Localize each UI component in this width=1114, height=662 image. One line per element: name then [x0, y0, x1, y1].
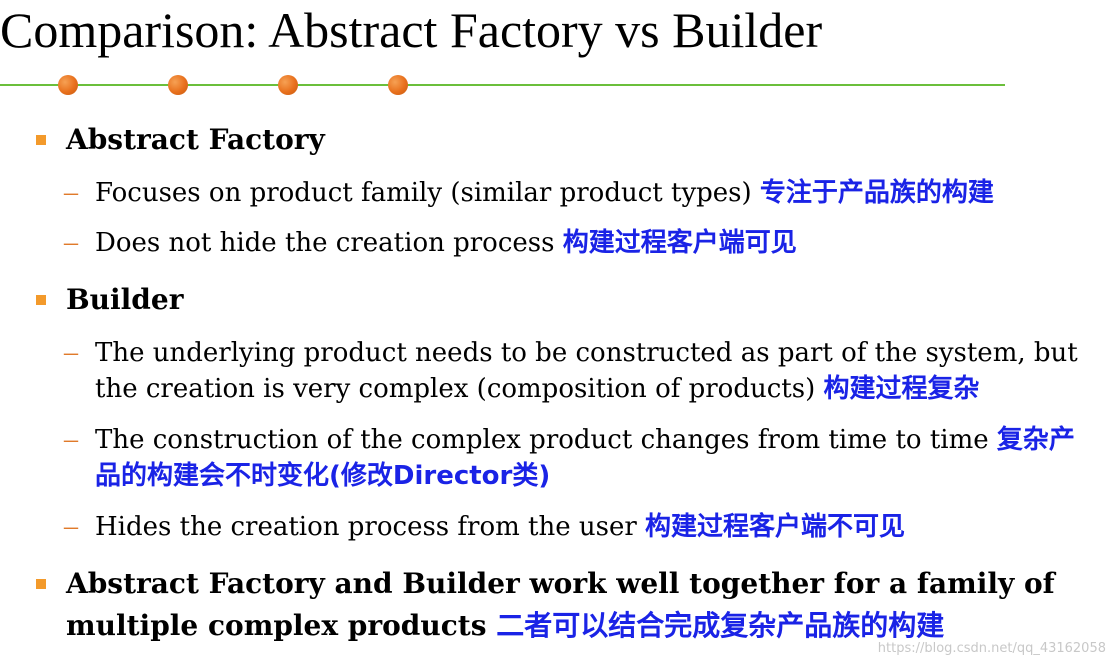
item-text: The construction of the complex product …	[95, 425, 997, 455]
decorative-dot-2	[168, 75, 188, 95]
dash-icon: –	[64, 227, 78, 258]
watermark-text: https://blog.csdn.net/qq_43162058	[877, 641, 1106, 656]
item-text-continued: the creation is very complex (compositio…	[95, 374, 824, 404]
combined-chinese-note: 二者可以结合完成复杂产品族的构建	[496, 609, 945, 642]
item-chinese-note-continued: 品的构建会不时变化(修改Director类)	[95, 461, 551, 491]
item-text: Does not hide the creation process	[95, 228, 563, 258]
combined-heading-line1: Abstract Factory and Builder work well t…	[66, 567, 1055, 600]
list-item: The construction of the complex product …	[95, 422, 1075, 494]
list-item: Does not hide the creation process 构建过程客…	[95, 225, 797, 261]
item-text: Focuses on product family (similar produ…	[95, 178, 760, 208]
list-item: Hides the creation process from the user…	[95, 509, 905, 545]
dash-icon: –	[64, 511, 78, 542]
item-chinese-note: 复杂产	[996, 425, 1075, 455]
item-text: The underlying product needs to be const…	[95, 338, 1078, 368]
bullet-square-icon	[36, 579, 46, 589]
section-heading-abstract-factory: Abstract Factory	[66, 123, 325, 156]
combined-heading-line2: multiple complex products	[66, 609, 497, 642]
item-chinese-note: 构建过程客户端不可见	[645, 512, 906, 542]
dash-icon: –	[64, 177, 78, 208]
title-divider-line	[0, 84, 1005, 86]
decorative-dot-1	[58, 75, 78, 95]
section-heading-builder: Builder	[66, 283, 184, 316]
item-chinese-note: 构建过程复杂	[823, 374, 980, 404]
dash-icon: –	[64, 337, 78, 368]
decorative-dot-3	[278, 75, 298, 95]
item-text: Hides the creation process from the user	[95, 512, 646, 542]
dash-icon: –	[64, 424, 78, 455]
decorative-dot-4	[388, 75, 408, 95]
bullet-square-icon	[36, 295, 46, 305]
item-chinese-note: 专注于产品族的构建	[759, 178, 994, 208]
list-item: Focuses on product family (similar produ…	[95, 175, 994, 211]
item-chinese-note: 构建过程客户端可见	[562, 228, 797, 258]
bullet-square-icon	[36, 135, 46, 145]
slide-title: Comparison: Abstract Factory vs Builder	[0, 2, 823, 58]
list-item: The underlying product needs to be const…	[95, 335, 1078, 407]
section-heading-combined: Abstract Factory and Builder work well t…	[66, 563, 1055, 647]
